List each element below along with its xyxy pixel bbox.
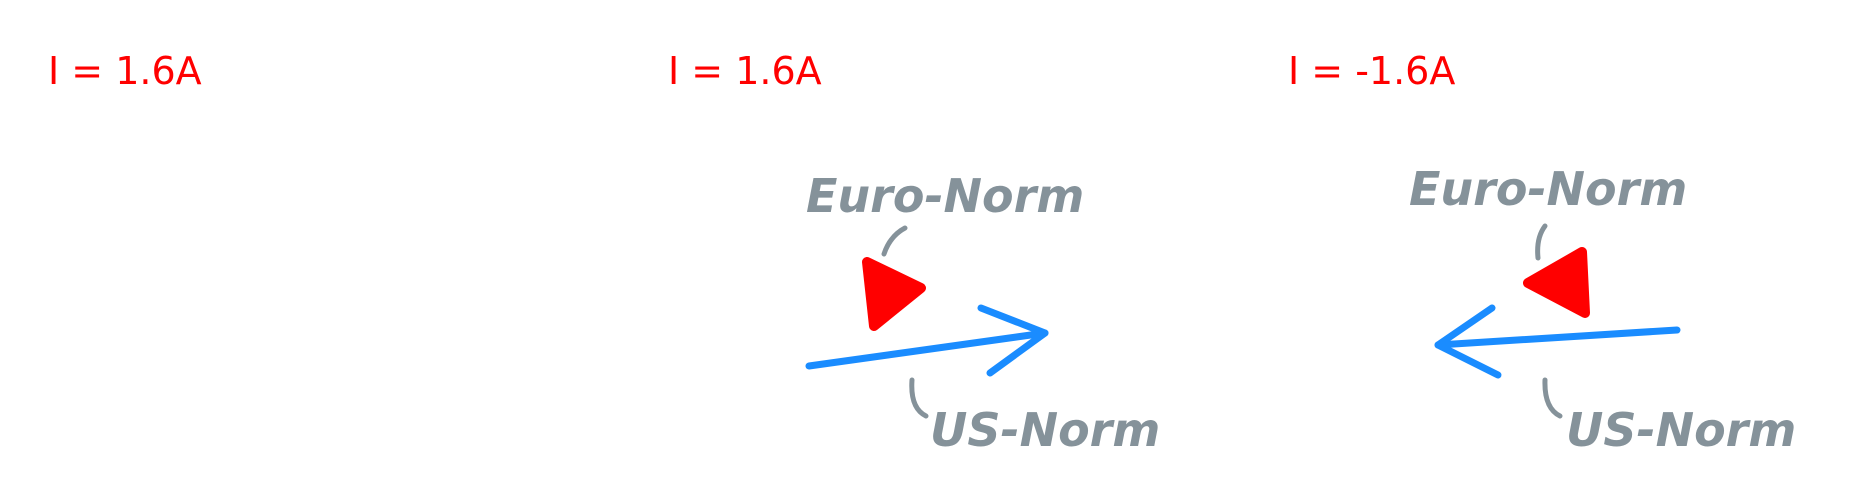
euro-norm-pointer [1535,223,1548,261]
panel-1: I = 1.6A [0,0,620,500]
panel-3: I = -1.6A Euro-Norm US-Norm [1240,0,1853,500]
euro-norm-label: Euro-Norm [1409,162,1687,216]
us-current-arrow [1434,304,1681,379]
us-norm-pointer [1542,377,1563,419]
euro-direction-marker [1523,247,1590,318]
us-norm-label: US-Norm [1566,403,1796,457]
euro-direction-marker [862,257,926,331]
current-label: I = 1.6A [668,49,822,93]
current-diagram: Euro-Norm US-Norm [805,169,1160,457]
us-current-arrow [805,304,1049,377]
current-diagram: Euro-Norm US-Norm [1409,162,1796,457]
euro-norm-label: Euro-Norm [806,169,1084,223]
us-norm-pointer [909,377,929,419]
panel-2: I = 1.6A Euro-Norm US-Norm [620,0,1240,500]
euro-norm-pointer [881,225,908,257]
current-label: I = 1.6A [48,49,202,93]
us-norm-label: US-Norm [930,403,1160,457]
current-label: I = -1.6A [1288,49,1456,93]
